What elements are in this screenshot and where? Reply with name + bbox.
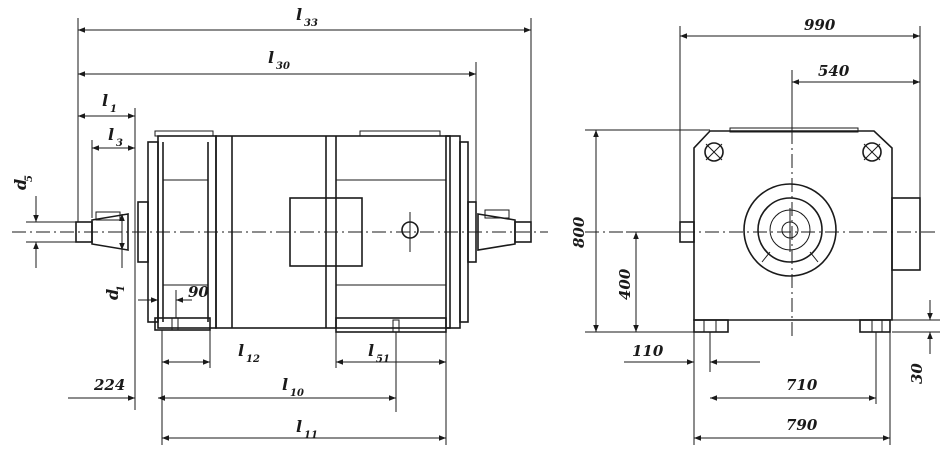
- dim-l51: l 51: [335, 332, 447, 445]
- l1-sub: 1: [110, 104, 117, 115]
- front-foot-right: [859, 319, 891, 333]
- dim-540-value: 540: [818, 62, 850, 80]
- dim-l1: l 1: [78, 91, 136, 410]
- l33-sub: 33: [304, 18, 318, 29]
- l1-label: l: [102, 91, 108, 110]
- l10-label: l: [282, 375, 288, 394]
- right-shaft: [477, 209, 532, 251]
- l3-sub: 3: [116, 138, 123, 149]
- l30-label: l: [268, 48, 274, 67]
- dim-400-value: 400: [616, 268, 634, 300]
- dim-224-value: 224: [93, 376, 125, 394]
- dim-l33: l 33: [77, 5, 532, 222]
- l3-label: l: [108, 125, 114, 144]
- dim-800-value: 800: [570, 216, 588, 248]
- terminal-box: [289, 197, 363, 267]
- d1-label: d: [103, 289, 122, 300]
- side-view: l 33 l 30 l 1 l 3: [11, 5, 548, 445]
- l51-label: l: [368, 341, 374, 360]
- dim-90: 90: [138, 283, 209, 318]
- dim-30: 30: [892, 300, 940, 384]
- dim-224: 224: [68, 376, 175, 401]
- dim-800: 800: [570, 129, 710, 333]
- dim-110: 110: [624, 332, 760, 445]
- dim-710-value: 710: [786, 376, 818, 394]
- l12-label: l: [238, 341, 244, 360]
- dim-l11: l 11: [162, 417, 446, 441]
- l11-sub: 11: [304, 430, 318, 441]
- l11-label: l: [296, 417, 302, 436]
- dim-990-value: 990: [804, 16, 836, 34]
- d5-sub: 5: [24, 175, 35, 182]
- dim-90-value: 90: [188, 283, 209, 301]
- front-terminal-box: [891, 197, 921, 271]
- l30-sub: 30: [276, 61, 290, 72]
- front-view: 990 540 800 400 110: [570, 16, 940, 445]
- dim-710: 710: [710, 332, 877, 404]
- dim-d1: d 1: [103, 214, 127, 300]
- left-shaft: [75, 211, 129, 251]
- dim-790: 790: [694, 332, 891, 445]
- dim-110-value: 110: [632, 342, 664, 360]
- dim-990: 990: [679, 16, 921, 222]
- dim-l12: l 12: [161, 330, 260, 445]
- front-shaft-end: [743, 183, 837, 277]
- l12-sub: 12: [246, 354, 260, 365]
- dim-540: 540: [791, 62, 920, 130]
- front-lifting-marks: [704, 142, 882, 162]
- l33-label: l: [296, 5, 302, 24]
- dim-30-value: 30: [908, 363, 926, 384]
- dim-790-value: 790: [786, 416, 818, 434]
- front-foot-left: [693, 319, 729, 333]
- front-housing: [693, 130, 893, 321]
- motor-body: [137, 130, 477, 333]
- d5-label: d: [11, 179, 30, 190]
- l51-sub: 51: [376, 354, 390, 365]
- d1-sub: 1: [116, 285, 127, 292]
- dim-l10: l 10: [158, 375, 396, 401]
- dim-d5: d 5: [11, 175, 76, 268]
- l10-sub: 10: [290, 388, 304, 399]
- dim-400: 400: [616, 231, 680, 332]
- dim-l30: l 30: [78, 48, 477, 212]
- dim-l3: l 3: [91, 125, 135, 218]
